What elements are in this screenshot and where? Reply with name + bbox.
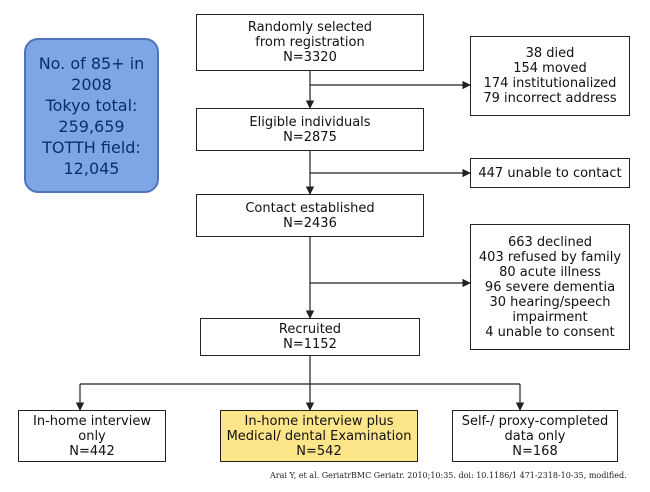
box-line: impairment <box>512 309 588 325</box>
box-line: 30 hearing/speech <box>489 294 611 310</box>
box-line: 38 died <box>525 46 575 61</box>
stats-line: 259,659 <box>58 116 125 136</box>
box-line: data only <box>504 428 566 444</box>
outcome-self-proxy-box: Self-/ proxy-completed data only N=168 <box>452 410 618 462</box>
exclusion-box-2: 447 unable to contact <box>470 158 630 188</box>
box-line: N=2875 <box>283 129 337 145</box>
box-line: Eligible individuals <box>249 114 371 130</box>
citation-text: Arai Y, et al. GeriatrBMC Geriatr. 2010;… <box>270 471 627 480</box>
box-line: 79 incorrect address <box>483 91 617 106</box>
box-line: N=2436 <box>283 215 337 231</box>
exclusion-box-1: 38 died 154 moved 174 institutionalized … <box>470 36 630 116</box>
box-line: N=542 <box>296 443 342 459</box>
box-line: N=1152 <box>283 337 337 352</box>
box-line: N=442 <box>69 443 115 459</box>
box-line: 447 unable to contact <box>478 165 622 181</box>
box-line: Recruited <box>278 322 342 337</box>
stats-line: Tokyo total: <box>45 95 138 115</box>
box-line: Medical/ dental Examination <box>226 428 412 444</box>
box-line: Self-/ proxy-completed <box>461 413 609 429</box>
box-line: N=3320 <box>283 50 337 65</box>
box-line: In-home interview <box>33 413 151 429</box>
box-line: 174 institutionalized <box>483 76 617 91</box>
stats-line: 12,045 <box>63 158 120 178</box>
recruited-box: Recruited N=1152 <box>200 318 420 356</box>
box-line: 403 refused by family <box>478 249 622 265</box>
box-line: Randomly selected <box>247 20 373 35</box>
stats-line: No. of 85+ in <box>38 53 145 73</box>
box-line: In-home interview plus <box>244 413 394 429</box>
population-stats-box: No. of 85+ in 2008 Tokyo total: 259,659 … <box>24 38 159 193</box>
box-line: N=168 <box>512 443 558 459</box>
exclusion-box-3: 663 declined 403 refused by family 80 ac… <box>470 224 630 350</box>
box-line: only <box>78 428 106 444</box>
box-line: Contact established <box>245 200 375 216</box>
box-line: 154 moved <box>513 61 587 76</box>
box-line: from registration <box>255 35 365 50</box>
stats-line: 2008 <box>71 74 112 94</box>
box-line: 96 severe dementia <box>484 279 616 295</box>
outcome-home-plus-exam-box: In-home interview plus Medical/ dental E… <box>220 410 418 462</box>
selected-box: Randomly selected from registration N=33… <box>196 14 424 71</box>
contact-box: Contact established N=2436 <box>196 194 424 237</box>
outcome-home-interview-box: In-home interview only N=442 <box>18 410 166 462</box>
box-line: 4 unable to consent <box>485 324 615 340</box>
box-line: 663 declined <box>507 234 593 250</box>
box-line: 80 acute illness <box>499 264 601 280</box>
eligible-box: Eligible individuals N=2875 <box>196 108 424 151</box>
stats-line: TOTTH field: <box>42 137 141 157</box>
